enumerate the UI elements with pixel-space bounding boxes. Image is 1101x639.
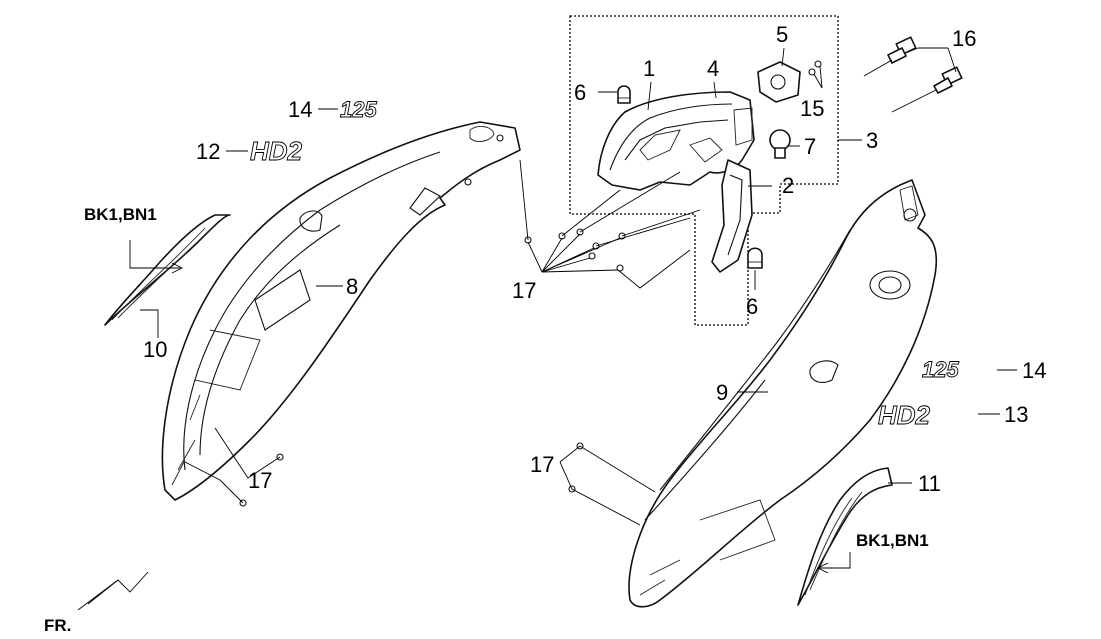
leader-lines	[77, 47, 1017, 611]
bolt-16-lower	[933, 66, 963, 94]
label-17-right: 17	[530, 452, 554, 477]
label-17-left: 17	[248, 468, 272, 493]
label-8: 8	[346, 274, 358, 299]
label-7: 7	[804, 134, 816, 159]
left-body-cover	[161, 121, 521, 501]
label-4: 4	[707, 56, 719, 81]
label-16: 16	[952, 26, 976, 51]
emblem-125-right: 125	[922, 357, 960, 383]
color-code-left: BK1,BN1	[84, 205, 157, 224]
socket-5	[757, 60, 822, 103]
label-15: 15	[800, 96, 824, 121]
emblem-125-right-text: 125	[922, 357, 959, 382]
label-9: 9	[716, 380, 728, 405]
left-decal-stripe	[104, 214, 231, 326]
color-code-right: BK1,BN1	[856, 531, 929, 550]
emblem-125-left-text: 125	[340, 97, 377, 122]
emblem-hd2-right-text: HD2	[878, 400, 931, 430]
label-6-upper: 6	[574, 80, 586, 105]
emblem-hd2-left: HD2	[250, 136, 303, 167]
label-11: 11	[918, 471, 941, 496]
label-14-right: 14	[1022, 358, 1046, 383]
label-12: 12	[196, 139, 220, 164]
emblem-hd2-left-text: HD2	[250, 136, 303, 166]
label-1: 1	[643, 56, 655, 81]
label-2: 2	[782, 173, 794, 198]
bulb-6-lower	[747, 247, 763, 269]
label-17-center: 17	[512, 278, 536, 303]
emblem-125-left: 125	[340, 97, 378, 123]
tail-light-group-box	[569, 15, 839, 326]
bulb-7	[769, 129, 791, 159]
emblem-hd2-right: HD2	[878, 400, 931, 431]
right-body-cover	[628, 179, 937, 608]
right-decal-stripe	[797, 467, 893, 606]
bulb-6-upper	[617, 85, 631, 104]
label-3: 3	[866, 128, 878, 153]
tail-light-assembly	[597, 91, 755, 273]
label-6-lower: 6	[746, 294, 758, 319]
label-5: 5	[776, 22, 788, 47]
label-14-left: 14	[288, 97, 312, 122]
label-10: 10	[143, 337, 167, 362]
label-13: 13	[1004, 402, 1028, 427]
front-marker: FR.	[44, 616, 71, 635]
